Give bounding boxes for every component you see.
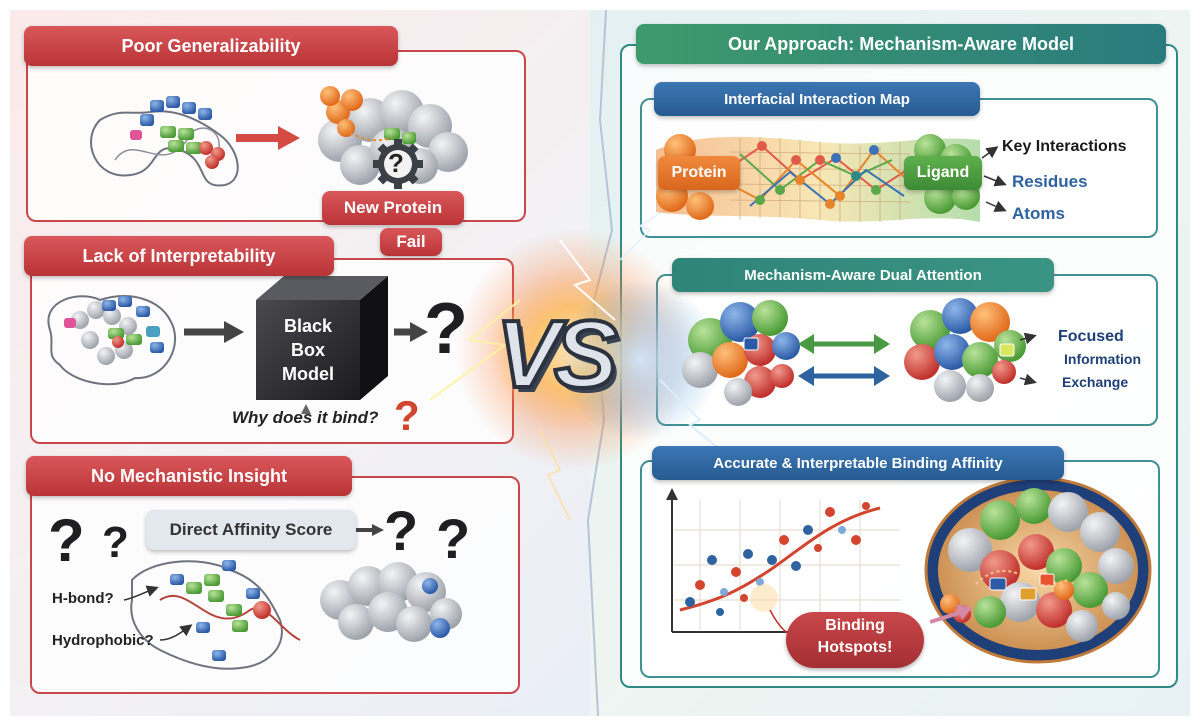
residues-label: Residues [1012, 172, 1088, 191]
key-interactions-label: Key Interactions [1002, 138, 1127, 155]
title-dual-attention: Mechanism-Aware Dual Attention [672, 258, 1054, 292]
black-box-text-2: Box [290, 340, 325, 360]
protein-node: Protein [658, 156, 740, 190]
h-bond-label: H-bond? [52, 590, 114, 607]
protein-surface-right [904, 298, 1026, 402]
binding-hotspots-line1: Binding [825, 617, 885, 634]
title-no-mechanistic-insight: No Mechanistic Insight [26, 456, 352, 496]
black-box-text-3: Model [282, 364, 334, 384]
focused-label: Focused [1058, 328, 1124, 345]
binding-hotspots-line2: Hotspots! [817, 639, 893, 656]
question-mark-3a: ? [48, 507, 85, 574]
vs-label: VS [494, 299, 620, 410]
black-box-text-1: Black [283, 316, 333, 336]
new-protein-question-mark: ? [388, 148, 404, 178]
black-box-cube [256, 276, 388, 400]
grey-protein-surface-3 [320, 562, 462, 642]
title-lack-of-interpretability: Lack of Interpretability [24, 236, 334, 276]
ligand-cluster-2 [64, 296, 164, 365]
protein-surface-left [682, 300, 800, 406]
direct-affinity-score-box: Direct Affinity Score [146, 510, 356, 550]
ribbon-protein-3 [130, 560, 283, 670]
question-mark-large-2: ? [424, 289, 468, 369]
title-interaction-map: Interfacial Interaction Map [654, 82, 980, 116]
exchange-label: Exchange [1062, 374, 1129, 390]
binding-hotspots-badge [786, 612, 924, 668]
fail-label: Fail [380, 228, 442, 256]
information-label: Information [1064, 351, 1141, 367]
title-our-approach: Our Approach: Mechanism-Aware Model [636, 24, 1166, 64]
gear-icon [373, 139, 423, 189]
title-poor-generalizability: Poor Generalizability [24, 26, 398, 66]
new-protein-label: New Protein [322, 191, 464, 225]
question-mark-3c: ? [384, 499, 419, 562]
binding-pocket [924, 476, 1152, 664]
why-bind-text: Why does it bind? [232, 408, 379, 427]
question-mark-red: ? [394, 392, 420, 439]
hydrophobic-label: Hydrophobic? [52, 632, 154, 649]
question-mark-3d: ? [436, 507, 471, 570]
atoms-label: Atoms [1012, 204, 1065, 223]
ligand-cluster-3 [170, 560, 271, 661]
question-mark-3b: ? [102, 518, 129, 567]
title-binding-affinity: Accurate & Interpretable Binding Affinit… [652, 446, 1064, 480]
ligand-node: Ligand [904, 156, 982, 190]
ribbon-protein-2 [47, 295, 176, 386]
ligand-cluster-1 [130, 96, 225, 169]
